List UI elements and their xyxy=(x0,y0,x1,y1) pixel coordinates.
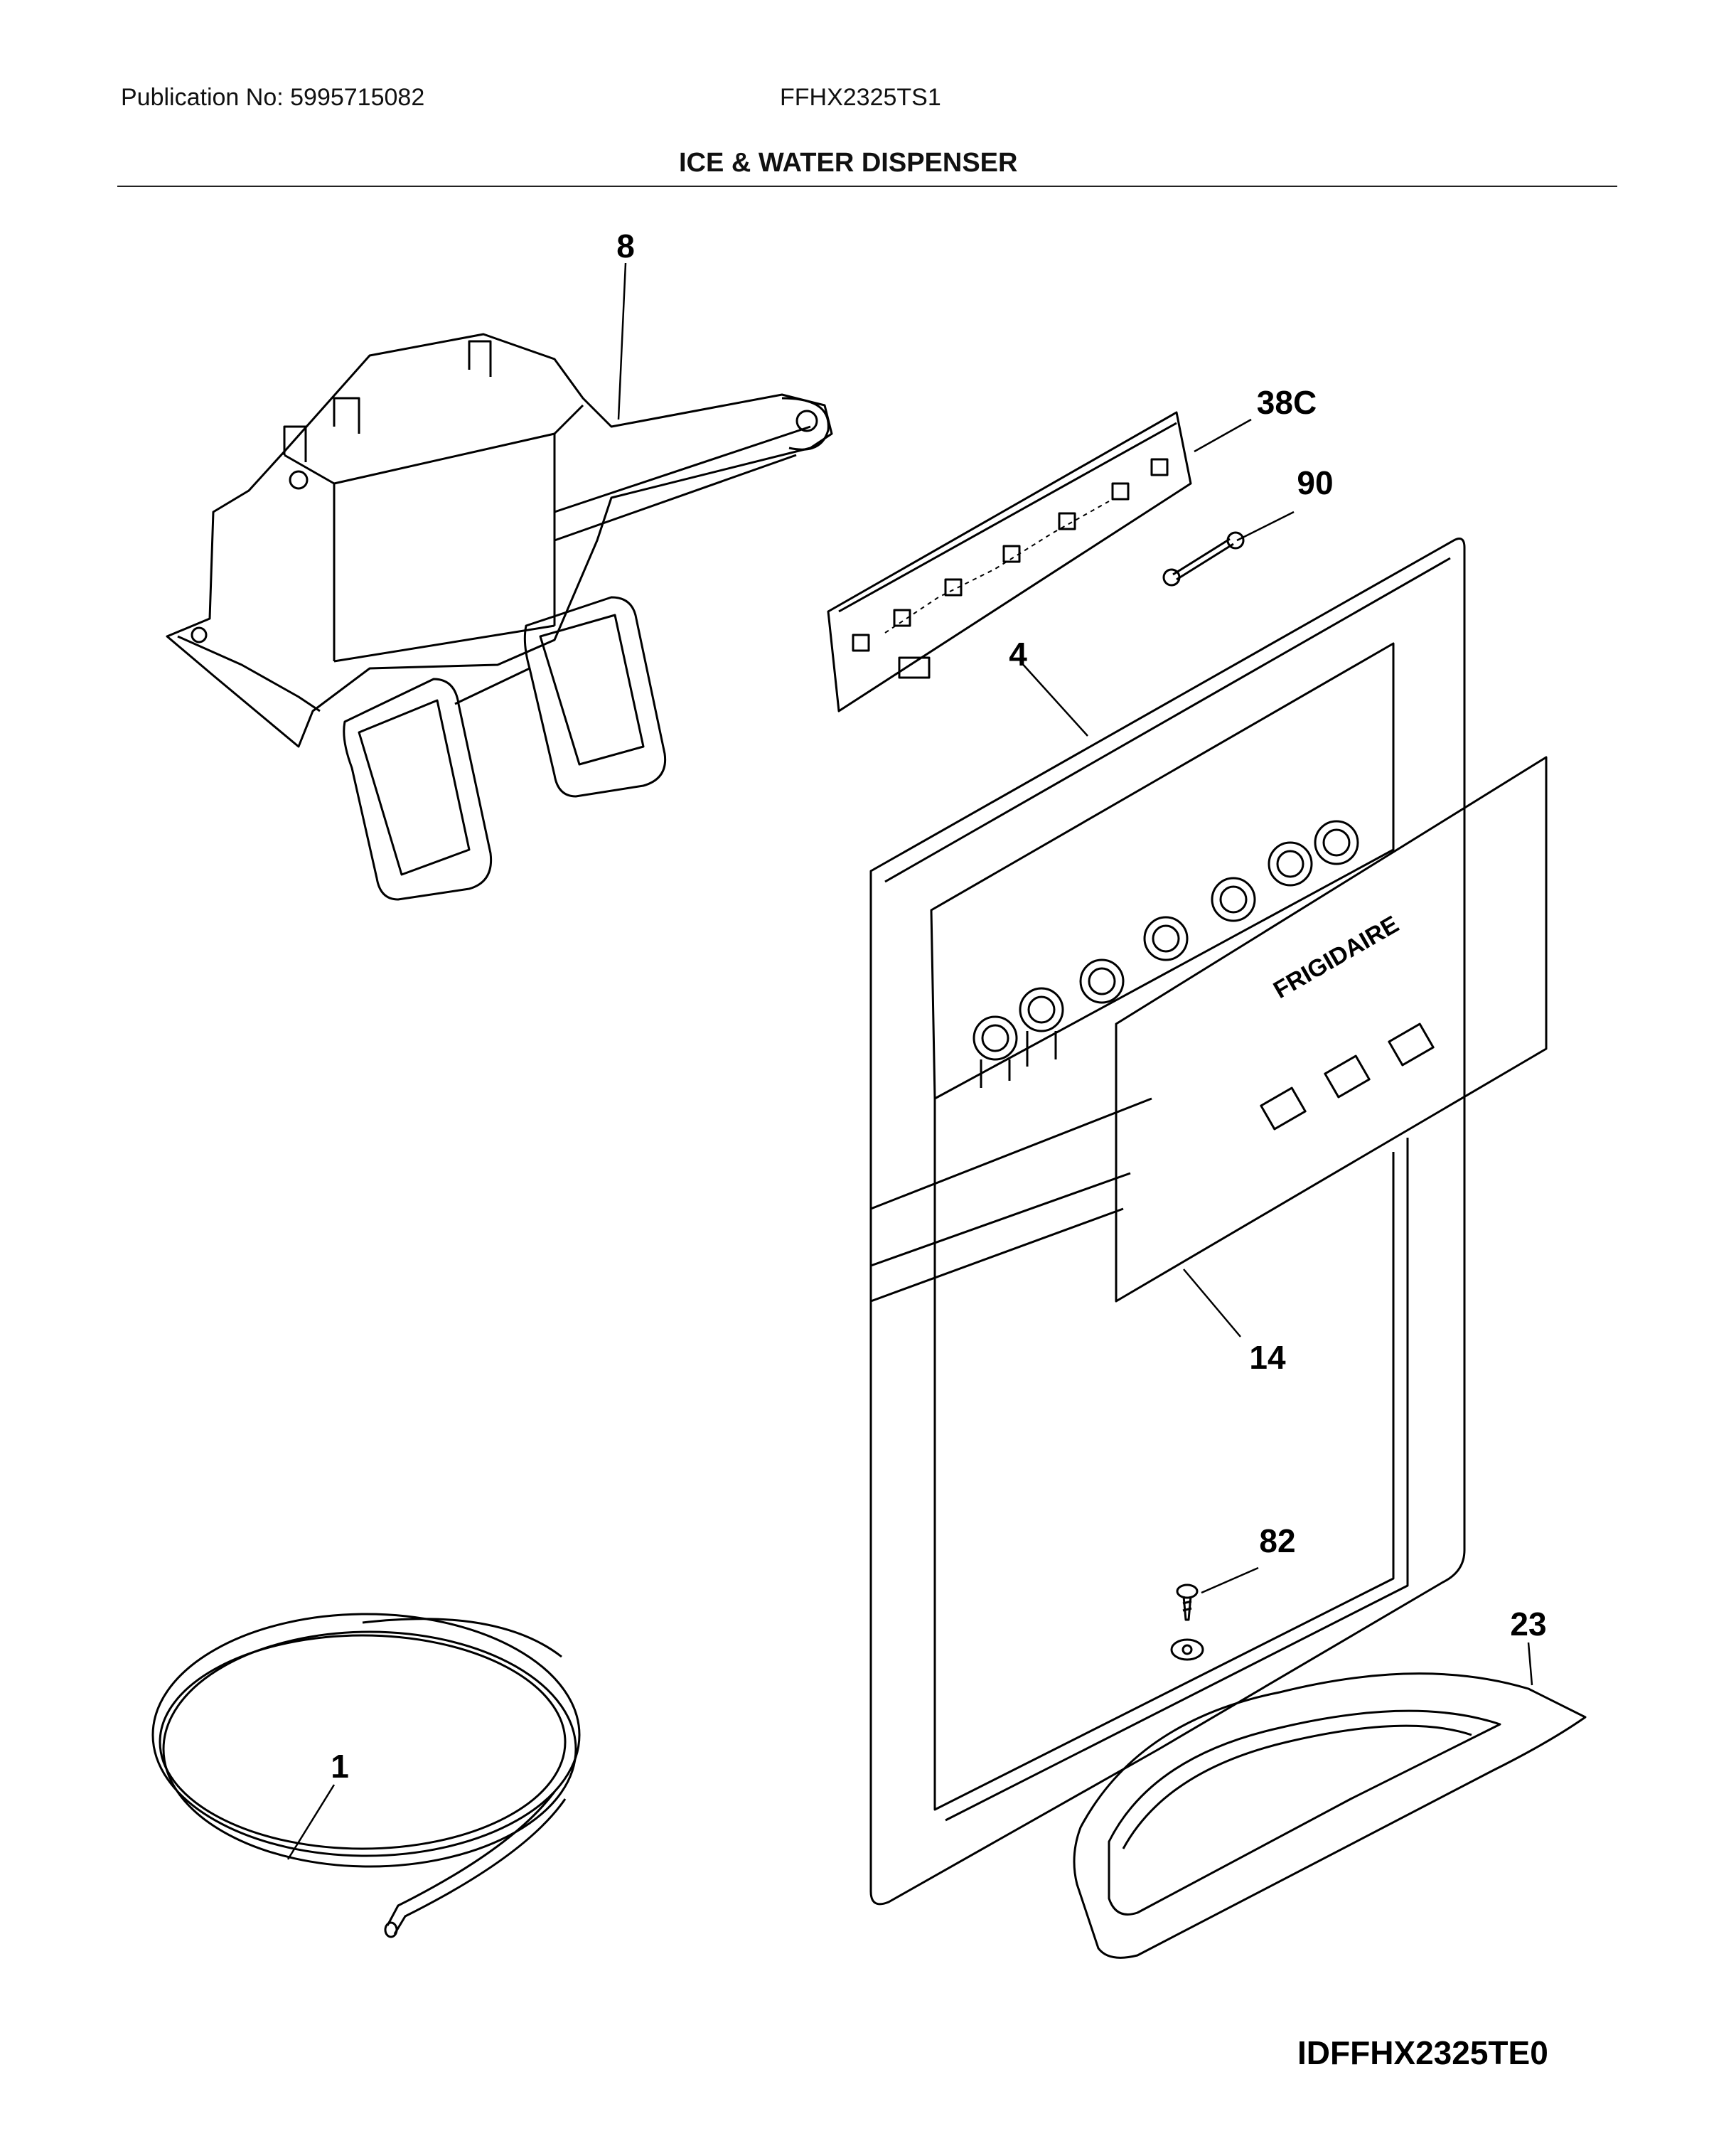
leader-lines xyxy=(286,262,1533,1860)
leader-14 xyxy=(1183,1269,1241,1337)
leader-23 xyxy=(1527,1642,1533,1686)
part-90-pin xyxy=(1162,531,1245,587)
figure-id: IDFFHX2325TE0 xyxy=(1297,2034,1548,2071)
publication-number: Publication No: 5995715082 xyxy=(121,84,425,111)
callout-8: 8 xyxy=(616,228,635,265)
part-1-tubing xyxy=(151,1613,581,1938)
leader-90 xyxy=(1236,511,1295,542)
callout-90: 90 xyxy=(1297,464,1333,501)
leader-82 xyxy=(1201,1566,1259,1594)
part-82-screw xyxy=(1176,1583,1199,1621)
leader-4 xyxy=(1019,661,1088,737)
callout-14: 14 xyxy=(1249,1339,1286,1376)
part-38c-control-board xyxy=(827,411,1192,712)
callout-1: 1 xyxy=(331,1748,349,1785)
part-8-actuator-assembly xyxy=(166,333,833,901)
leader-38c xyxy=(1194,418,1252,453)
callout-23: 23 xyxy=(1510,1606,1546,1643)
model-number: FFHX2325TS1 xyxy=(780,84,941,111)
part-14-overlay xyxy=(1115,756,1548,1303)
callout-4: 4 xyxy=(1009,636,1027,673)
panel-brand-text: FRIGIDAIRE xyxy=(1269,911,1403,1004)
callout-38c: 38C xyxy=(1257,384,1317,421)
header-rule xyxy=(117,186,1617,187)
leader-1 xyxy=(286,1784,336,1860)
section-title: ICE & WATER DISPENSER xyxy=(679,148,1018,178)
callout-82: 82 xyxy=(1259,1522,1295,1559)
part-4-front-panel xyxy=(869,538,1466,1906)
leader-8 xyxy=(617,262,627,420)
part-23-drip-tray xyxy=(1073,1672,1587,1959)
